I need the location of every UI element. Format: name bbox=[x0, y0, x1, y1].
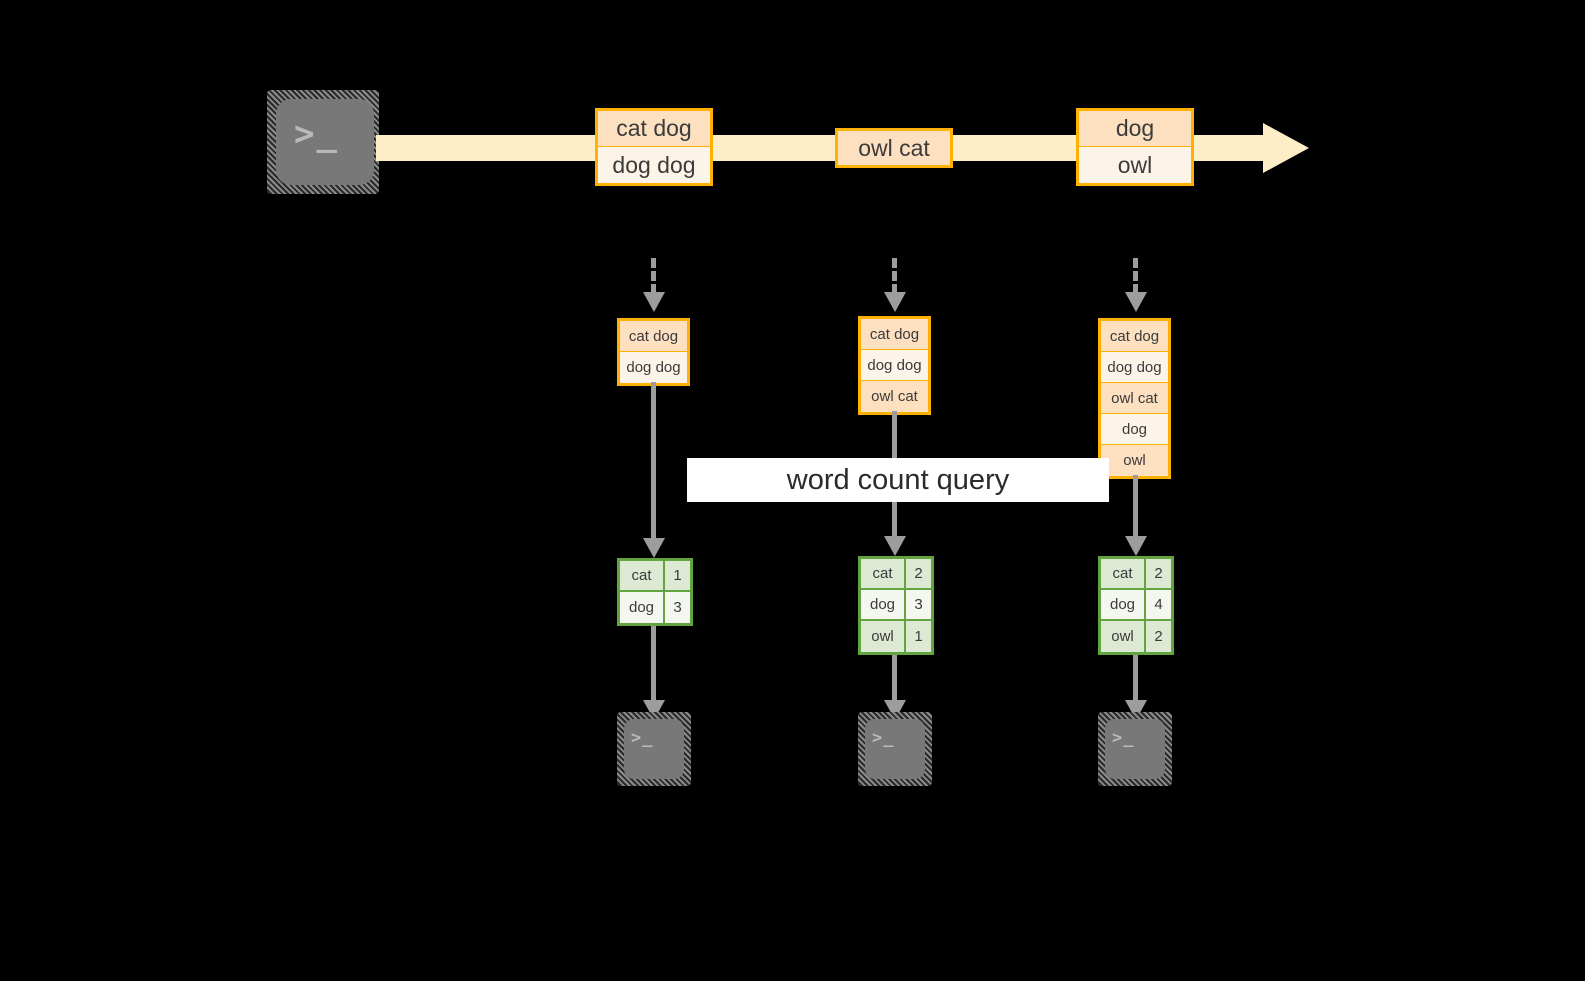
accumulated-records-2-row-2: dog dog bbox=[861, 350, 928, 381]
result-1-count-2: 3 bbox=[665, 592, 690, 623]
result-3-word-3: owl bbox=[1101, 621, 1146, 652]
word-count-result-2: cat 2 dog 3 owl 1 bbox=[858, 556, 934, 655]
terminal-prompt-glyph: >_ bbox=[294, 114, 339, 154]
sink-terminal-icon-3: >_ bbox=[1098, 712, 1172, 786]
stream-batch-1: cat dog dog dog bbox=[595, 108, 713, 186]
dashed-connector-1 bbox=[651, 258, 656, 294]
result-1-word-1: cat bbox=[620, 561, 665, 590]
sink-terminal-icon-2: >_ bbox=[858, 712, 932, 786]
table-row: cat 2 bbox=[1101, 559, 1171, 590]
table-row: dog 4 bbox=[1101, 590, 1171, 621]
accumulated-records-2-row-1: cat dog bbox=[861, 319, 928, 350]
stream-batch-3: dog owl bbox=[1076, 108, 1194, 186]
accumulated-records-1: cat dog dog dog bbox=[617, 318, 690, 386]
result-3-word-2: dog bbox=[1101, 590, 1146, 619]
result-2-word-3: owl bbox=[861, 621, 906, 652]
stream-batch-2: owl cat bbox=[835, 128, 953, 168]
sink-connector-2 bbox=[892, 655, 897, 710]
word-count-result-1: cat 1 dog 3 bbox=[617, 558, 693, 626]
result-1-word-2: dog bbox=[620, 592, 665, 623]
table-row: owl 2 bbox=[1101, 621, 1171, 652]
result-3-count-2: 4 bbox=[1146, 590, 1171, 619]
accumulated-records-1-row-2: dog dog bbox=[620, 352, 687, 383]
result-2-count-2: 3 bbox=[906, 590, 931, 619]
accumulated-records-2: cat dog dog dog owl cat bbox=[858, 316, 931, 415]
dashed-connector-2-arrowhead bbox=[884, 292, 906, 312]
terminal-body bbox=[276, 99, 374, 185]
terminal-prompt-glyph: >_ bbox=[1112, 728, 1135, 748]
result-1-count-1: 1 bbox=[665, 561, 690, 590]
terminal-prompt-glyph: >_ bbox=[631, 728, 654, 748]
result-2-word-1: cat bbox=[861, 559, 906, 588]
result-2-count-1: 2 bbox=[906, 559, 931, 588]
sink-terminal-icon-1: >_ bbox=[617, 712, 691, 786]
terminal-prompt-glyph: >_ bbox=[872, 728, 895, 748]
table-row: dog 3 bbox=[620, 592, 690, 623]
result-3-count-1: 2 bbox=[1146, 559, 1171, 588]
accumulated-records-3-row-4: dog bbox=[1101, 414, 1168, 445]
query-connector-2-arrowhead bbox=[884, 536, 906, 556]
dashed-connector-3 bbox=[1133, 258, 1138, 294]
query-label-banner: word count query bbox=[687, 458, 1109, 502]
accumulated-records-3: cat dog dog dog owl cat dog owl bbox=[1098, 318, 1171, 479]
stream-batch-3-line-2: owl bbox=[1079, 147, 1191, 183]
query-connector-3-arrowhead bbox=[1125, 536, 1147, 556]
query-connector-3 bbox=[1133, 475, 1138, 540]
query-connector-1-arrowhead bbox=[643, 538, 665, 558]
source-terminal-icon: >_ bbox=[267, 90, 379, 194]
accumulated-records-3-row-5: owl bbox=[1101, 445, 1168, 476]
result-2-word-2: dog bbox=[861, 590, 906, 619]
stream-arrow-head bbox=[1263, 123, 1309, 173]
accumulated-records-3-row-1: cat dog bbox=[1101, 321, 1168, 352]
table-row: cat 1 bbox=[620, 561, 690, 592]
table-row: cat 2 bbox=[861, 559, 931, 590]
table-row: owl 1 bbox=[861, 621, 931, 652]
accumulated-records-2-row-3: owl cat bbox=[861, 381, 928, 412]
dashed-connector-2 bbox=[892, 258, 897, 294]
sink-connector-1 bbox=[651, 626, 656, 710]
terminal-body bbox=[624, 719, 684, 779]
accumulated-records-1-row-1: cat dog bbox=[620, 321, 687, 352]
stream-batch-3-line-1: dog bbox=[1079, 111, 1191, 148]
terminal-body bbox=[865, 719, 925, 779]
stream-batch-2-line-1: owl cat bbox=[838, 131, 950, 165]
result-3-word-1: cat bbox=[1101, 559, 1146, 588]
result-3-count-3: 2 bbox=[1146, 621, 1171, 652]
query-label-text: word count query bbox=[786, 463, 1010, 496]
table-row: dog 3 bbox=[861, 590, 931, 621]
stream-batch-1-line-2: dog dog bbox=[598, 147, 710, 183]
word-count-result-3: cat 2 dog 4 owl 2 bbox=[1098, 556, 1174, 655]
stream-batch-1-line-1: cat dog bbox=[598, 111, 710, 148]
result-2-count-3: 1 bbox=[906, 621, 931, 652]
accumulated-records-3-row-3: owl cat bbox=[1101, 383, 1168, 414]
sink-connector-3 bbox=[1133, 655, 1138, 710]
terminal-body bbox=[1105, 719, 1165, 779]
query-connector-1 bbox=[651, 382, 656, 542]
dashed-connector-3-arrowhead bbox=[1125, 292, 1147, 312]
dashed-connector-1-arrowhead bbox=[643, 292, 665, 312]
accumulated-records-3-row-2: dog dog bbox=[1101, 352, 1168, 383]
